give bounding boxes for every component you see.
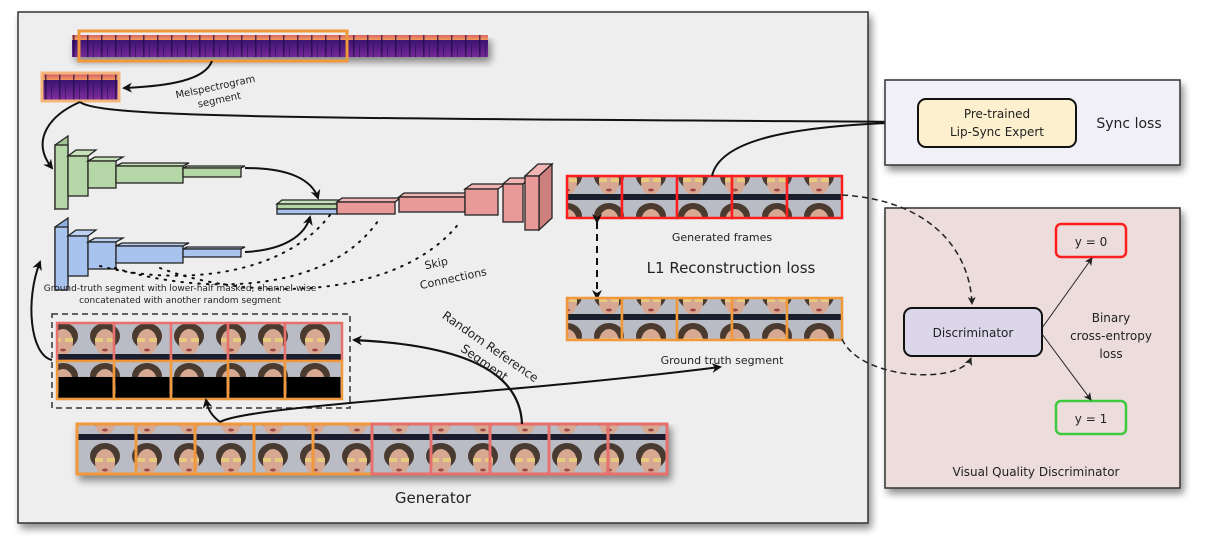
masked-input-caption-line2: concatenated with another random segment	[79, 296, 281, 306]
audio-to-sync-expert-arrow	[79, 101, 920, 127]
skip-label-line1: Skip	[423, 255, 449, 273]
sync-loss-label: Sync loss	[1096, 116, 1161, 132]
lower-half-mask	[229, 376, 284, 398]
ground-truth-frame	[620, 296, 679, 342]
ground-truth-frame	[730, 296, 789, 342]
reference-frame	[55, 321, 116, 363]
skip-connections	[99, 214, 461, 290]
lower-half-mask	[58, 376, 113, 398]
ground-truth-frames	[565, 296, 844, 342]
fake-output-arrow	[1041, 257, 1093, 329]
generator-title: Generator	[395, 489, 472, 507]
video-frame	[488, 422, 551, 476]
reference-frames-row	[55, 321, 344, 363]
generated-frames-label: Generated frames	[672, 231, 772, 244]
gt-to-masked-arrow	[202, 398, 221, 423]
real-label: y = 1	[1075, 412, 1107, 426]
video-frame	[311, 422, 374, 476]
video-frame	[606, 422, 669, 476]
video-frame	[370, 422, 433, 476]
real-output-arrow	[1041, 333, 1092, 401]
video-frame	[429, 422, 492, 476]
lower-half-mask	[115, 376, 170, 398]
reference-frame	[112, 321, 173, 363]
gt-segment-arrow	[219, 363, 722, 423]
video-frame	[252, 422, 315, 476]
ground-truth-frame	[565, 296, 624, 342]
audio-encoder	[54, 134, 246, 211]
generated-frame	[785, 174, 844, 220]
melspectrogram-window-highlight	[77, 29, 349, 63]
full-melspectrogram	[72, 29, 488, 63]
face-decoder	[275, 162, 554, 232]
mel-segment-arrow	[122, 60, 213, 93]
audio-to-encoder-arrow	[41, 101, 81, 170]
discriminator-panel-title: Visual Quality Discriminator	[953, 465, 1120, 479]
masked-frames-row	[55, 359, 344, 401]
video-frame	[134, 422, 197, 476]
reference-frame	[226, 321, 287, 363]
discriminator-node	[903, 307, 1043, 357]
video-frame	[75, 422, 138, 476]
generated-to-sync-arrow	[711, 121, 919, 177]
video-frames-strip	[75, 422, 669, 476]
ground-truth-frame	[785, 296, 844, 342]
audio-embedding-arrow	[244, 167, 321, 200]
gt-to-discriminator-arrow	[841, 338, 973, 376]
face-embedding-arrow	[244, 215, 313, 253]
input-stack-dashed-box	[51, 313, 351, 409]
video-frame	[193, 422, 256, 476]
input-to-face-encoder-arrow	[30, 260, 53, 361]
reference-frame	[169, 321, 230, 363]
real-label-node	[1054, 399, 1128, 436]
fake-label: y = 0	[1075, 235, 1107, 249]
face-encoder	[54, 216, 246, 292]
masked-input-caption-line1: Ground-truth segment with lower-half mas…	[44, 284, 317, 294]
melspectrogram-segment-image	[40, 71, 121, 103]
masked-input-stack	[51, 313, 351, 409]
lower-half-mask	[286, 376, 341, 398]
random-reference-arrow	[352, 335, 524, 425]
bce-label-line2: cross-entropy	[1070, 329, 1152, 343]
reference-frame	[283, 321, 344, 363]
fake-label-node	[1054, 222, 1128, 259]
generated-frame	[675, 174, 734, 220]
video-frame	[547, 422, 610, 476]
bce-label-line1: Binary	[1092, 311, 1131, 325]
ground-truth-label: Ground truth segment	[661, 354, 784, 367]
generated-frame	[730, 174, 789, 220]
generated-frame	[565, 174, 624, 220]
generated-to-discriminator-arrow	[841, 194, 976, 305]
bce-label-line3: loss	[1099, 347, 1122, 361]
generated-frame	[620, 174, 679, 220]
visual-quality-discriminator-panel: Discriminator y = 0 y = 1 Binary cross-e…	[884, 207, 1181, 489]
lower-half-mask	[172, 376, 227, 398]
ground-truth-frame	[675, 296, 734, 342]
melspectrogram-strip	[72, 35, 488, 57]
lip-sync-expert-node	[917, 98, 1077, 148]
generated-frames	[565, 174, 844, 220]
sync-loss-panel: Pre-trained Lip-Sync Expert Sync loss	[884, 79, 1181, 166]
discriminator-node-label: Discriminator	[933, 326, 1014, 340]
l1-loss-label: L1 Reconstruction loss	[647, 259, 816, 277]
expert-label-line2: Lip-Sync Expert	[950, 125, 1044, 139]
expert-label-line1: Pre-trained	[964, 107, 1030, 121]
